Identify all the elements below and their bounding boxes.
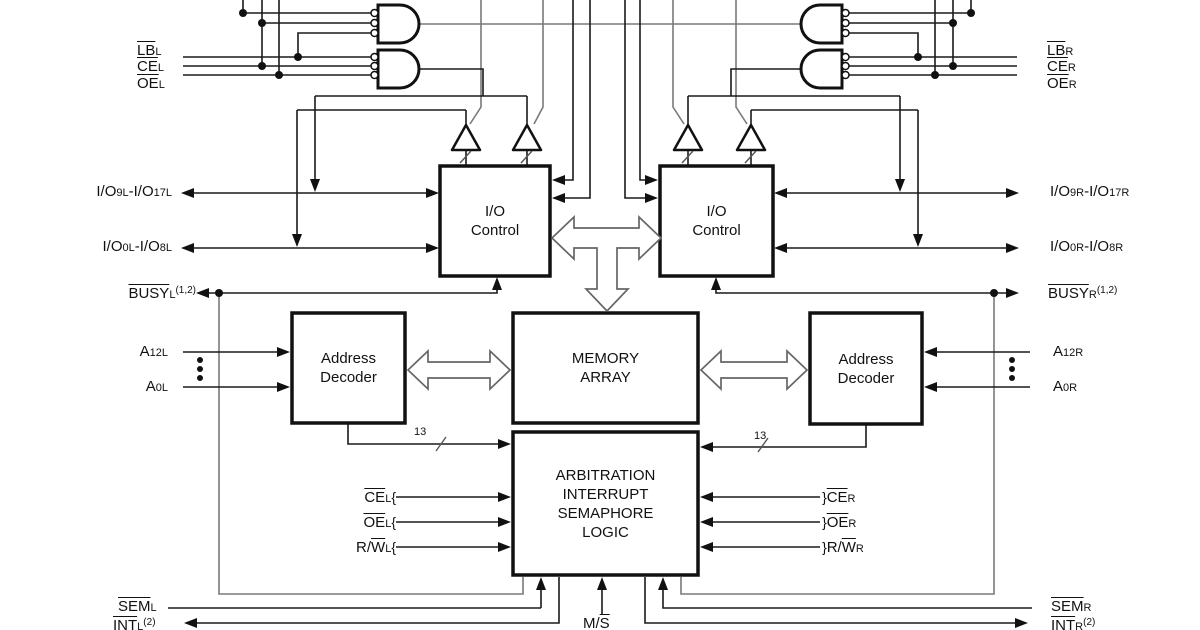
and-gate-left-top (376, 3, 421, 45)
address-decoder-left-label: Address Decoder (320, 350, 377, 386)
label-arb-oe-r: {OER (822, 514, 857, 531)
label-arb-ce-l: CEL{ (364, 489, 396, 506)
label-lb-r: LBR (1047, 42, 1074, 59)
and-gate-left-bottom (376, 48, 421, 90)
label-a12-r: A12R (1053, 343, 1084, 360)
address-decoder-left-block (290, 311, 407, 425)
arrowheads (181, 175, 1028, 628)
address-decoder-right-label: Address Decoder (837, 350, 895, 387)
buffer-left-2 (511, 123, 543, 152)
label-master-slave: M/S (583, 615, 610, 630)
wires-gray (218, 0, 995, 595)
address-ellipsis-dots (197, 357, 1015, 381)
label-arb-rw-l: R/WL{ (356, 539, 396, 556)
io-control-right-label: I/O Control (692, 203, 741, 239)
address-decoder-right-block (808, 311, 924, 426)
blocks (290, 164, 924, 577)
label-bus-width-l: 13 (414, 426, 427, 438)
label-arb-ce-r: {CER (822, 489, 856, 506)
io-control-left-block (438, 164, 552, 278)
buffer-triangles (450, 123, 767, 152)
label-int-l: INTL(2) (113, 617, 156, 630)
io-to-memory-hollow-arrow (550, 215, 663, 313)
io-control-left-label: I/O Control (470, 203, 520, 239)
label-oe-r: OER (1047, 75, 1077, 92)
memory-array-block (511, 311, 700, 425)
label-io-upper-r: I/O9R-I/O17R (1050, 183, 1130, 200)
label-busy-r: BUSYR(1,2) (1048, 285, 1118, 302)
hollow-bus-arrows (406, 215, 809, 391)
label-sem-l: SEML (118, 598, 157, 615)
io-control-right-block (658, 164, 775, 278)
arbitration-logic-block (511, 430, 700, 577)
label-io-lower-r: I/O0R-I/O8R (1050, 238, 1124, 255)
arbitration-logic-label: ARBITRATION INTERRUPT SEMAPHORE LOGIC (555, 466, 656, 541)
decoder-right-memory-hollow-arrow (699, 349, 809, 391)
label-busy-l: BUSYL(1,2) (128, 285, 196, 302)
label-arb-oe-l: OEL{ (363, 514, 397, 531)
decoder-left-memory-hollow-arrow (406, 349, 512, 391)
gate-input-bubbles (370, 8, 850, 80)
label-a0-l: A0L (145, 378, 168, 395)
buffer-right-2 (735, 123, 767, 152)
label-a0-r: A0R (1053, 378, 1078, 395)
buffer-right-1 (672, 123, 704, 152)
label-ce-r: CER (1047, 58, 1076, 75)
label-io-lower-l: I/O0L-I/O8L (102, 238, 172, 255)
memory-array-label: MEMORY ARRAY (571, 350, 640, 386)
buffer-left-1 (450, 123, 482, 152)
label-lb-l: LBL (137, 42, 162, 59)
junction-dots (215, 9, 998, 297)
bus-slash-marks (435, 150, 769, 453)
label-oe-l: OEL (137, 75, 165, 92)
and-gate-right-top (799, 3, 844, 45)
label-io-upper-l: I/O9L-I/O17L (96, 183, 172, 200)
label-bus-width-r: 13 (754, 430, 767, 442)
label-int-r: INTR(2) (1051, 617, 1096, 630)
label-a12-l: A12L (139, 343, 168, 360)
label-arb-rw-r: {R/WR (822, 539, 864, 556)
and-gate-right-bottom (799, 48, 844, 90)
and-gates (376, 3, 844, 90)
label-ce-l: CEL (137, 58, 164, 75)
label-sem-r: SEMR (1051, 598, 1092, 615)
